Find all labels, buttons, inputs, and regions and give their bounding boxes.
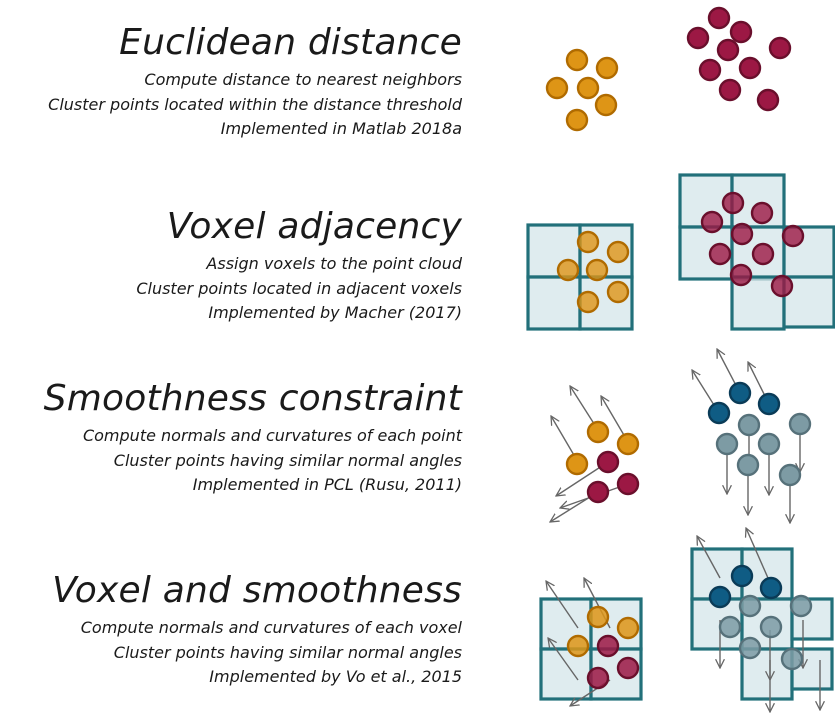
voxel-adjacency-illustration xyxy=(526,173,835,331)
point xyxy=(586,480,610,504)
method-title: Voxel adjacency xyxy=(166,206,462,247)
point xyxy=(586,666,610,690)
voxel-cell xyxy=(539,647,593,701)
point xyxy=(586,420,610,444)
point xyxy=(606,240,630,264)
method-description-line: Cluster points located in adjacent voxel… xyxy=(136,278,462,298)
point xyxy=(616,616,640,640)
method-description-line: Compute distance to nearest neighbors xyxy=(144,70,462,89)
method-euclidean: Euclidean distance Compute distance to n… xyxy=(0,22,462,142)
point xyxy=(707,401,731,425)
point xyxy=(729,20,753,44)
point xyxy=(576,290,600,314)
point xyxy=(789,594,813,618)
point xyxy=(757,392,781,416)
normal-arrow xyxy=(546,581,579,629)
point xyxy=(708,585,732,609)
normal-arrow xyxy=(746,528,769,579)
method-description-line: Compute normals and curvatures of each p… xyxy=(82,426,462,445)
method-voxel-smoothness: Voxel and smoothness Compute normals and… xyxy=(0,570,462,690)
point xyxy=(707,6,731,30)
point xyxy=(606,280,630,304)
point xyxy=(736,453,760,477)
method-implementation-line: Implemented in Matlab 2018a xyxy=(220,119,462,138)
point xyxy=(718,615,742,639)
point xyxy=(738,594,762,618)
point xyxy=(756,88,780,112)
point xyxy=(718,78,742,102)
method-description-line: Compute normals and curvatures of each v… xyxy=(80,618,462,637)
point xyxy=(700,210,724,234)
point xyxy=(545,76,569,100)
point xyxy=(576,230,600,254)
point xyxy=(729,263,753,287)
point xyxy=(759,615,783,639)
voxel-cell xyxy=(526,275,582,331)
voxel-cell xyxy=(782,225,835,279)
method-implementation-line: Implemented in PCL (Rusu, 2011) xyxy=(192,475,462,494)
method-title: Euclidean distance xyxy=(119,22,462,63)
point xyxy=(738,636,762,660)
point xyxy=(686,26,710,50)
method-description-line: Cluster points located within the distan… xyxy=(48,94,462,114)
point xyxy=(716,38,740,62)
point xyxy=(721,191,745,215)
point xyxy=(565,48,589,72)
method-title: Voxel and smoothness xyxy=(52,570,462,611)
normal-arrow xyxy=(548,638,579,681)
point xyxy=(781,224,805,248)
method-implementation-line: Implemented by Vo et al., 2015 xyxy=(209,667,462,686)
point xyxy=(728,381,752,405)
point xyxy=(737,413,761,437)
smoothness-constraint-illustration xyxy=(550,349,812,523)
method-smoothness: Smoothness constraint Compute normals an… xyxy=(0,378,462,498)
point xyxy=(566,634,590,658)
point xyxy=(698,58,722,82)
voxel-smoothness-illustration xyxy=(539,528,834,712)
point xyxy=(715,432,739,456)
method-implementation-line: Implemented by Macher (2017) xyxy=(208,303,462,322)
point xyxy=(788,412,812,436)
point xyxy=(596,634,620,658)
point xyxy=(750,201,774,225)
point xyxy=(594,93,618,117)
point xyxy=(616,432,640,456)
point xyxy=(738,56,762,80)
point xyxy=(565,108,589,132)
point xyxy=(576,76,600,100)
point xyxy=(565,452,589,476)
point xyxy=(585,258,609,282)
point xyxy=(596,450,620,474)
method-description-line: Cluster points having similar normal ang… xyxy=(113,450,462,470)
point xyxy=(768,36,792,60)
point xyxy=(770,274,794,298)
point xyxy=(595,56,619,80)
normal-arrow xyxy=(697,536,721,579)
point xyxy=(757,432,781,456)
point xyxy=(730,222,754,246)
method-voxel-adjacency: Voxel adjacency Assign voxels to the poi… xyxy=(0,206,462,326)
point xyxy=(780,647,804,671)
point xyxy=(616,656,640,680)
method-description-line: Assign voxels to the point cloud xyxy=(206,254,462,273)
point xyxy=(759,576,783,600)
method-description-line: Cluster points having similar normal ang… xyxy=(113,642,462,662)
point xyxy=(751,242,775,266)
euclidean-distance-illustration xyxy=(545,6,792,132)
point xyxy=(730,564,754,588)
point xyxy=(586,605,610,629)
method-title: Smoothness constraint xyxy=(43,378,462,419)
point xyxy=(708,242,732,266)
point xyxy=(778,463,802,487)
point xyxy=(556,258,580,282)
point xyxy=(616,472,640,496)
